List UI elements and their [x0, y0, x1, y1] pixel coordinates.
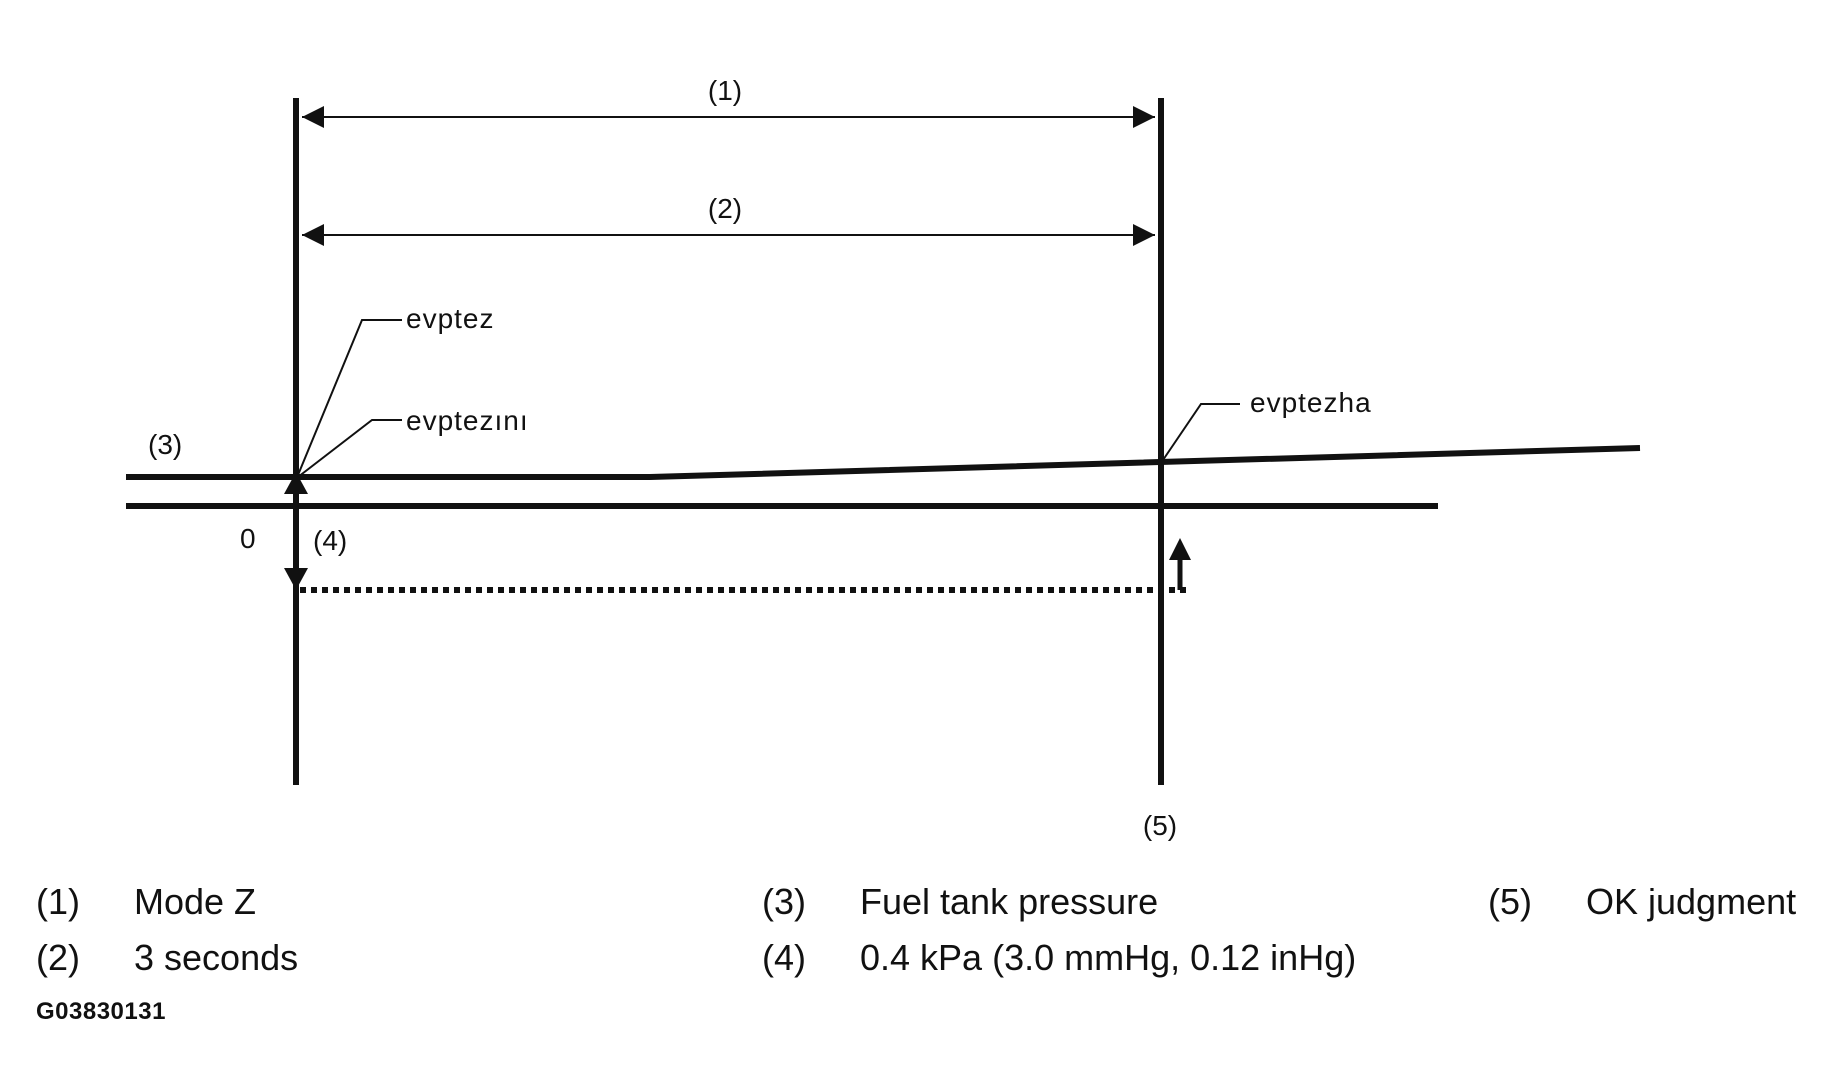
pressure-difference-arrow — [284, 472, 308, 590]
leader-line-evptezini — [297, 419, 402, 478]
callout-3: (3) — [148, 429, 182, 460]
rise-arrow — [1169, 538, 1191, 590]
legend-number: (1) — [36, 881, 80, 922]
legend-text: Fuel tank pressure — [860, 881, 1159, 922]
legend-number: (3) — [762, 881, 806, 922]
leader-line-evptezha — [1162, 403, 1240, 461]
legend-text: 3 seconds — [134, 937, 299, 978]
zero-label: 0 — [240, 523, 256, 554]
label-evptez: evptez — [406, 303, 495, 334]
fuel-tank-pressure-line — [126, 445, 1641, 480]
dimension-arrow-3-seconds — [302, 224, 1155, 246]
figure-id: G03830131 — [36, 998, 166, 1025]
legend-text: Mode Z — [134, 881, 257, 922]
legend-text: 0.4 kPa (3.0 mmHg, 0.12 inHg) — [860, 937, 1357, 978]
label-evptezha: evptezha — [1250, 387, 1372, 418]
dimension-arrow-mode-z — [302, 106, 1155, 128]
legend-text: OK judgment — [1586, 881, 1797, 922]
label-evptezini: evptezını — [406, 405, 529, 436]
callout-4: (4) — [313, 525, 347, 556]
legend-number: (5) — [1488, 881, 1532, 922]
leader-line-evptez — [297, 319, 402, 476]
legend-number: (2) — [36, 937, 80, 978]
legend-number: (4) — [762, 937, 806, 978]
callout-2: (2) — [708, 193, 742, 224]
callout-5: (5) — [1143, 810, 1177, 841]
callout-1: (1) — [708, 75, 742, 106]
